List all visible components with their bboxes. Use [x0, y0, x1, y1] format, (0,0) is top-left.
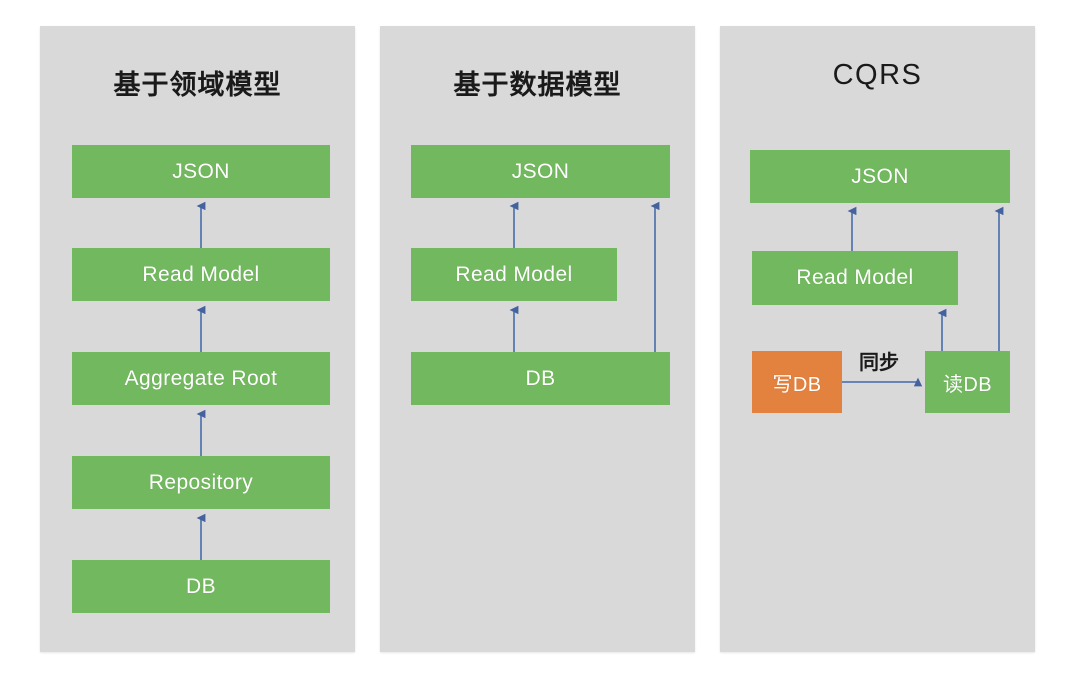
box-read-model[interactable]: Read Model: [411, 248, 617, 301]
panel-title-data-model: 基于数据模型: [453, 70, 622, 100]
box-read-db[interactable]: 读DB: [925, 351, 1010, 413]
panel-data-model: 基于数据模型 JSON Read Model DB: [380, 26, 695, 652]
box-read-model[interactable]: Read Model: [72, 248, 330, 301]
box-aggregate-root[interactable]: Aggregate Root: [72, 352, 330, 405]
panel-domain-model: 基于领域模型 JSON Read Model Aggregate Root Re…: [40, 26, 355, 652]
box-read-model[interactable]: Read Model: [752, 251, 958, 305]
box-db[interactable]: DB: [72, 560, 330, 613]
panel-cqrs: CQRS JSON Read Model 写DB 读DB 同步: [720, 26, 1035, 652]
panel-title-domain-model: 基于领域模型: [113, 70, 282, 100]
box-json[interactable]: JSON: [72, 145, 330, 198]
panel-title-cqrs: CQRS: [832, 59, 923, 91]
box-write-db[interactable]: 写DB: [752, 351, 842, 413]
box-json[interactable]: JSON: [750, 150, 1010, 203]
box-json[interactable]: JSON: [411, 145, 670, 198]
box-db[interactable]: DB: [411, 352, 670, 405]
edge-label-sync: 同步: [859, 352, 899, 374]
box-repository[interactable]: Repository: [72, 456, 330, 509]
